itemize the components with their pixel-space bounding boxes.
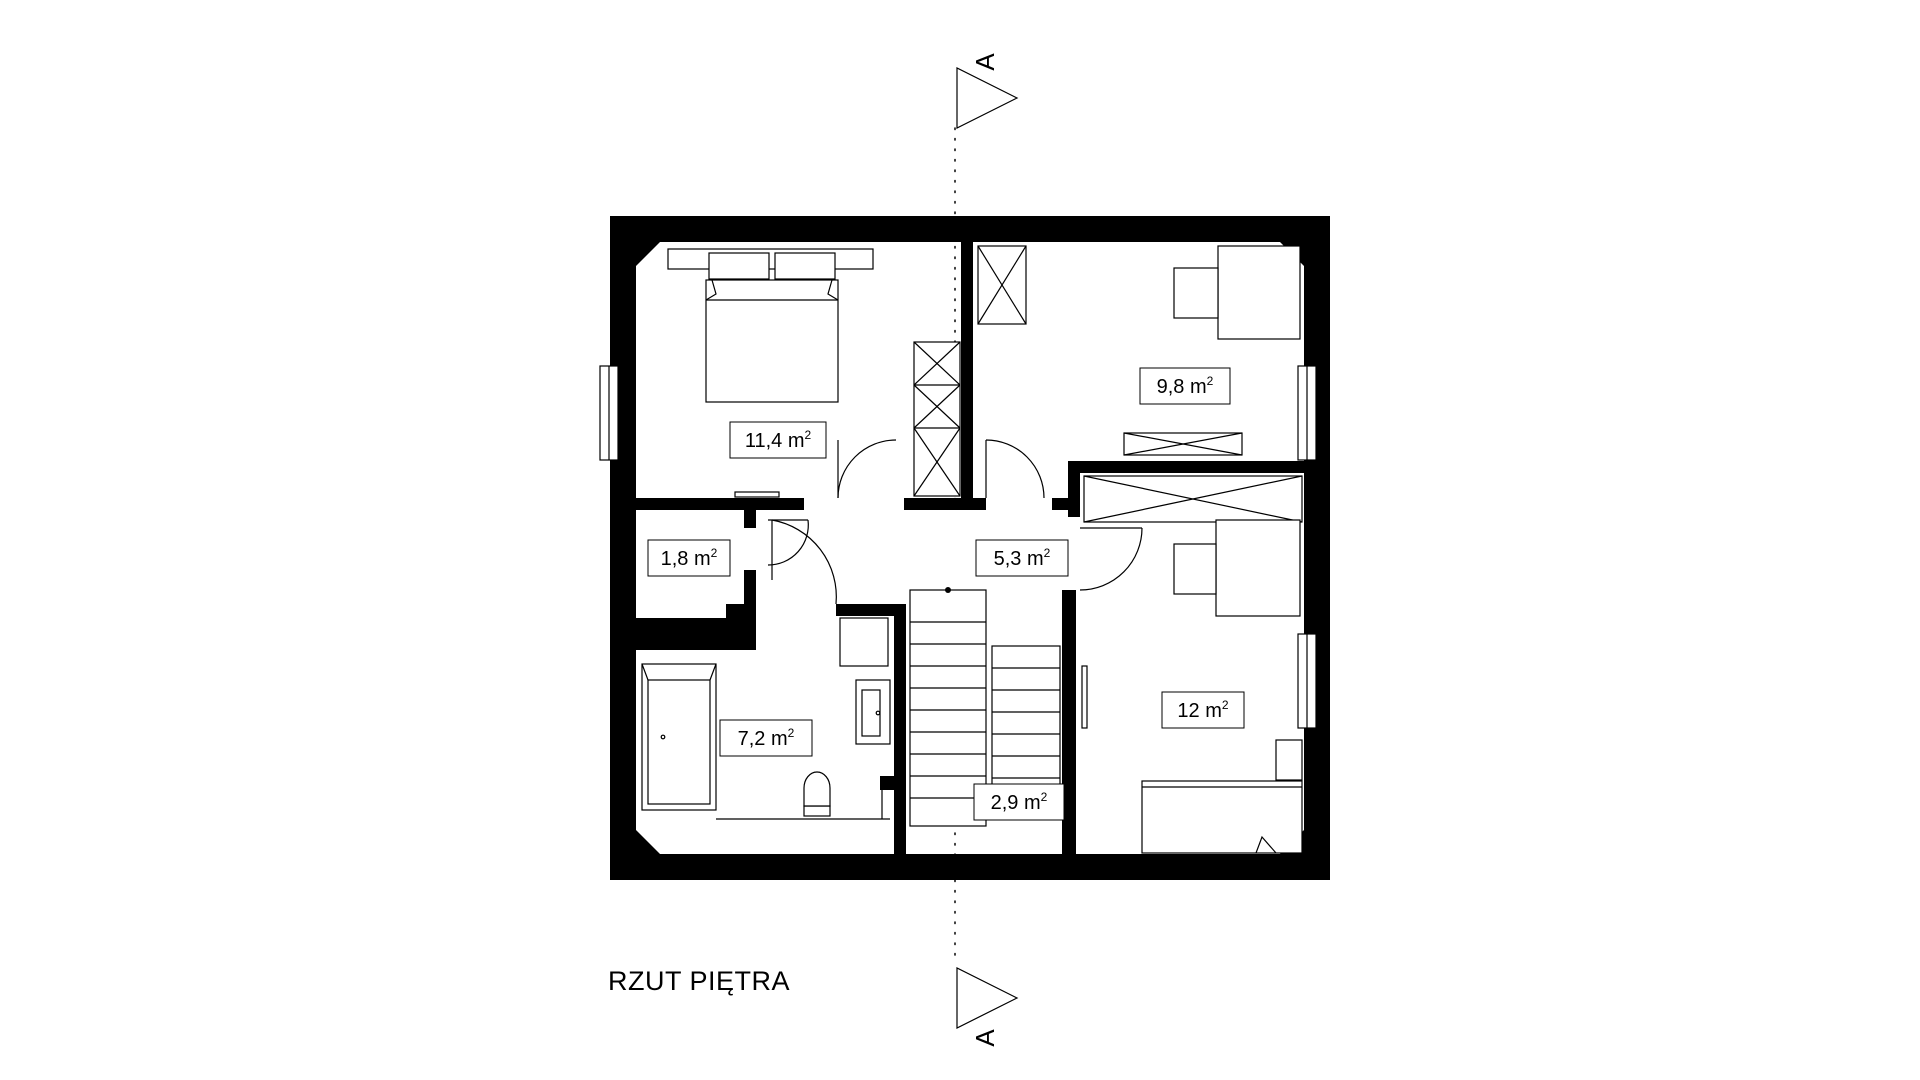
area-value: 1,8 [661, 548, 689, 570]
svg-text:2,9 m2: 2,9 m2 [991, 790, 1048, 814]
area-value: 2,9 [991, 792, 1019, 814]
desk-ne-bedroom [1173, 245, 1301, 340]
area-exponent: 2 [1044, 546, 1051, 560]
svg-text:12 m2: 12 m2 [1177, 698, 1228, 722]
area-label-bedroom-main: 11,4 m2 [729, 421, 827, 459]
sliding-door-se-bedroom [1081, 665, 1088, 729]
wardrobe-main-bedroom [913, 341, 961, 497]
area-unit: m [694, 548, 711, 570]
window-west [599, 365, 619, 461]
sliding-door-bedroom [734, 491, 780, 498]
svg-text:9,8 m2: 9,8 m2 [1157, 374, 1214, 398]
section-letter-bottom: A [970, 1029, 1000, 1047]
area-unit: m [771, 728, 788, 750]
door-bathroom [771, 519, 837, 605]
exterior-walls [610, 216, 1330, 880]
area-value: 11,4 [745, 430, 782, 452]
area-exponent: 2 [711, 546, 718, 560]
area-exponent: 2 [788, 726, 795, 740]
svg-text:1,8 m2: 1,8 m2 [661, 546, 718, 570]
area-label-bedroom-ne: 9,8 m2 [1139, 367, 1231, 405]
area-exponent: 2 [1041, 790, 1048, 804]
area-value: 5,3 [994, 548, 1022, 570]
area-exponent: 2 [1207, 374, 1214, 388]
area-unit: m [1190, 376, 1207, 398]
chest-ne-bedroom [1123, 432, 1243, 456]
window-east-lower [1297, 633, 1317, 729]
section-marker-bottom: A [956, 967, 1019, 1047]
area-unit: m [788, 430, 805, 452]
section-letter-top: A [970, 53, 1000, 71]
svg-text:5,3 m2: 5,3 m2 [994, 546, 1051, 570]
stair-arrow-dot [945, 587, 951, 593]
door-ne-bedroom [985, 439, 1045, 499]
wardrobe-ne-bedroom [977, 245, 1027, 325]
area-unit: m [1024, 792, 1041, 814]
door-main-bedroom [837, 439, 897, 499]
svg-text:11,4 m2: 11,4 m2 [745, 428, 812, 452]
area-label-closet: 1,8 m2 [647, 539, 731, 577]
area-value: 9,8 [1157, 376, 1185, 398]
area-label-bathroom: 7,2 m2 [719, 719, 813, 757]
area-label-bedroom-se: 12 m2 [1161, 691, 1245, 729]
door-se-bedroom [1079, 527, 1143, 591]
area-label-stairs: 2,9 m2 [973, 783, 1065, 821]
wardrobe-se-bedroom [1083, 475, 1303, 523]
bathtub [641, 663, 717, 811]
plan-title: RZUT PIĘTRA [608, 966, 790, 996]
area-exponent: 2 [1222, 698, 1229, 712]
svg-text:7,2 m2: 7,2 m2 [738, 726, 795, 750]
single-bed [1141, 739, 1303, 854]
area-unit: m [1027, 548, 1044, 570]
area-value: 7,2 [738, 728, 766, 750]
section-marker-top: A [956, 53, 1019, 129]
toilet [803, 771, 831, 817]
area-label-hall: 5,3 m2 [975, 539, 1069, 577]
desk-se-bedroom [1173, 519, 1301, 617]
washbasin [855, 679, 891, 745]
door-closet [767, 519, 809, 566]
window-east-upper [1297, 365, 1317, 461]
area-value: 12 [1177, 700, 1199, 722]
staircase [909, 587, 1061, 827]
washing-machine [839, 617, 889, 667]
area-exponent: 2 [805, 428, 812, 442]
interior-walls [636, 242, 1304, 854]
area-unit: m [1205, 700, 1222, 722]
double-bed [667, 248, 874, 403]
